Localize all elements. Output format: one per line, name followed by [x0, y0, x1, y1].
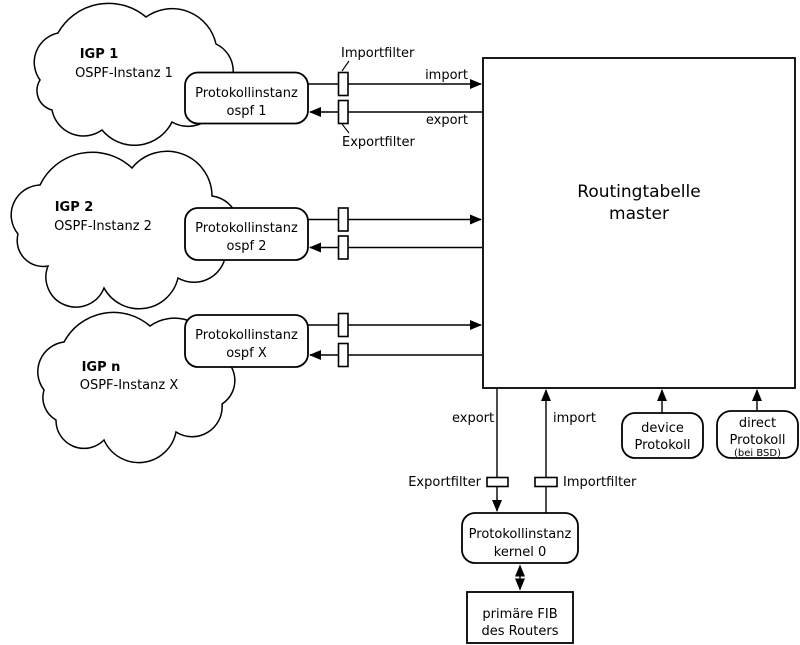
import-filter-ospf-2	[337, 207, 349, 232]
fib-box-line1: primäre FIB	[482, 607, 557, 622]
protocol-box-kernel	[461, 512, 579, 564]
importfilter-label-bottom: Importfilter	[563, 475, 637, 490]
exportfilter-label-top: Exportfilter	[342, 135, 415, 150]
import-filter-ospf-1	[337, 71, 349, 97]
export-filter-ospf-1	[337, 99, 349, 125]
export-filter-ospf-2	[337, 235, 349, 260]
protocol-box-ospf-1	[184, 71, 309, 125]
fib-box-line2: des Routers	[481, 624, 558, 639]
protocol-box-kernel-line1: Protokollinstanz	[469, 527, 572, 542]
protocol-box-ospf-x	[184, 314, 309, 368]
protocol-box-ospf-x-line2: ospf X	[226, 346, 267, 361]
protocol-box-ospf-2-line2: ospf 2	[227, 239, 267, 254]
protocol-box-ospf-1-line1: Protokollinstanz	[195, 86, 298, 101]
protocol-box-ospf-2-line1: Protokollinstanz	[195, 221, 298, 236]
cloud-igp-1-subtitle: OSPF-Instanz 1	[75, 66, 173, 81]
import-label-top: import	[425, 68, 468, 83]
importfilter-label-connector	[341, 60, 350, 72]
import-filter-kernel	[534, 476, 558, 488]
direct-protocol-line3: (bei BSD)	[734, 448, 781, 459]
routing-table-title-line1: Routingtabelle	[577, 182, 700, 202]
import-filter-ospf-x	[337, 312, 349, 338]
cloud-igp-n-title: IGP n	[82, 360, 121, 375]
cloud-igp-2-title: IGP 2	[55, 200, 94, 215]
protocol-box-ospf-1-line2: ospf 1	[227, 104, 267, 119]
export-label-top: export	[426, 113, 468, 128]
routing-table-box	[482, 57, 796, 389]
cloud-igp-n-subtitle: OSPF-Instanz X	[80, 378, 179, 393]
protocol-box-kernel-line2: kernel 0	[494, 545, 546, 560]
export-label-bottom: export	[452, 411, 494, 426]
routing-table-title-line2: master	[609, 204, 669, 224]
fib-box	[466, 591, 574, 644]
importfilter-label-top: Importfilter	[341, 46, 415, 61]
cloud-igp-1-title: IGP 1	[80, 47, 119, 62]
protocol-box-ospf-x-line1: Protokollinstanz	[195, 328, 298, 343]
cloud-igp-2-subtitle: OSPF-Instanz 2	[54, 219, 152, 234]
import-label-bottom: import	[553, 411, 596, 426]
export-filter-ospf-x	[337, 342, 349, 368]
direct-protocol-line1: direct	[739, 416, 776, 431]
device-protocol-line2: Protokoll	[635, 438, 691, 453]
exportfilter-label-bottom: Exportfilter	[408, 475, 481, 490]
export-filter-kernel	[486, 476, 509, 488]
direct-protocol-line2: Protokoll	[730, 433, 786, 448]
device-protocol-line1: device	[641, 421, 684, 436]
exportfilter-label-connector	[341, 123, 350, 134]
protocol-box-ospf-2	[184, 207, 309, 261]
